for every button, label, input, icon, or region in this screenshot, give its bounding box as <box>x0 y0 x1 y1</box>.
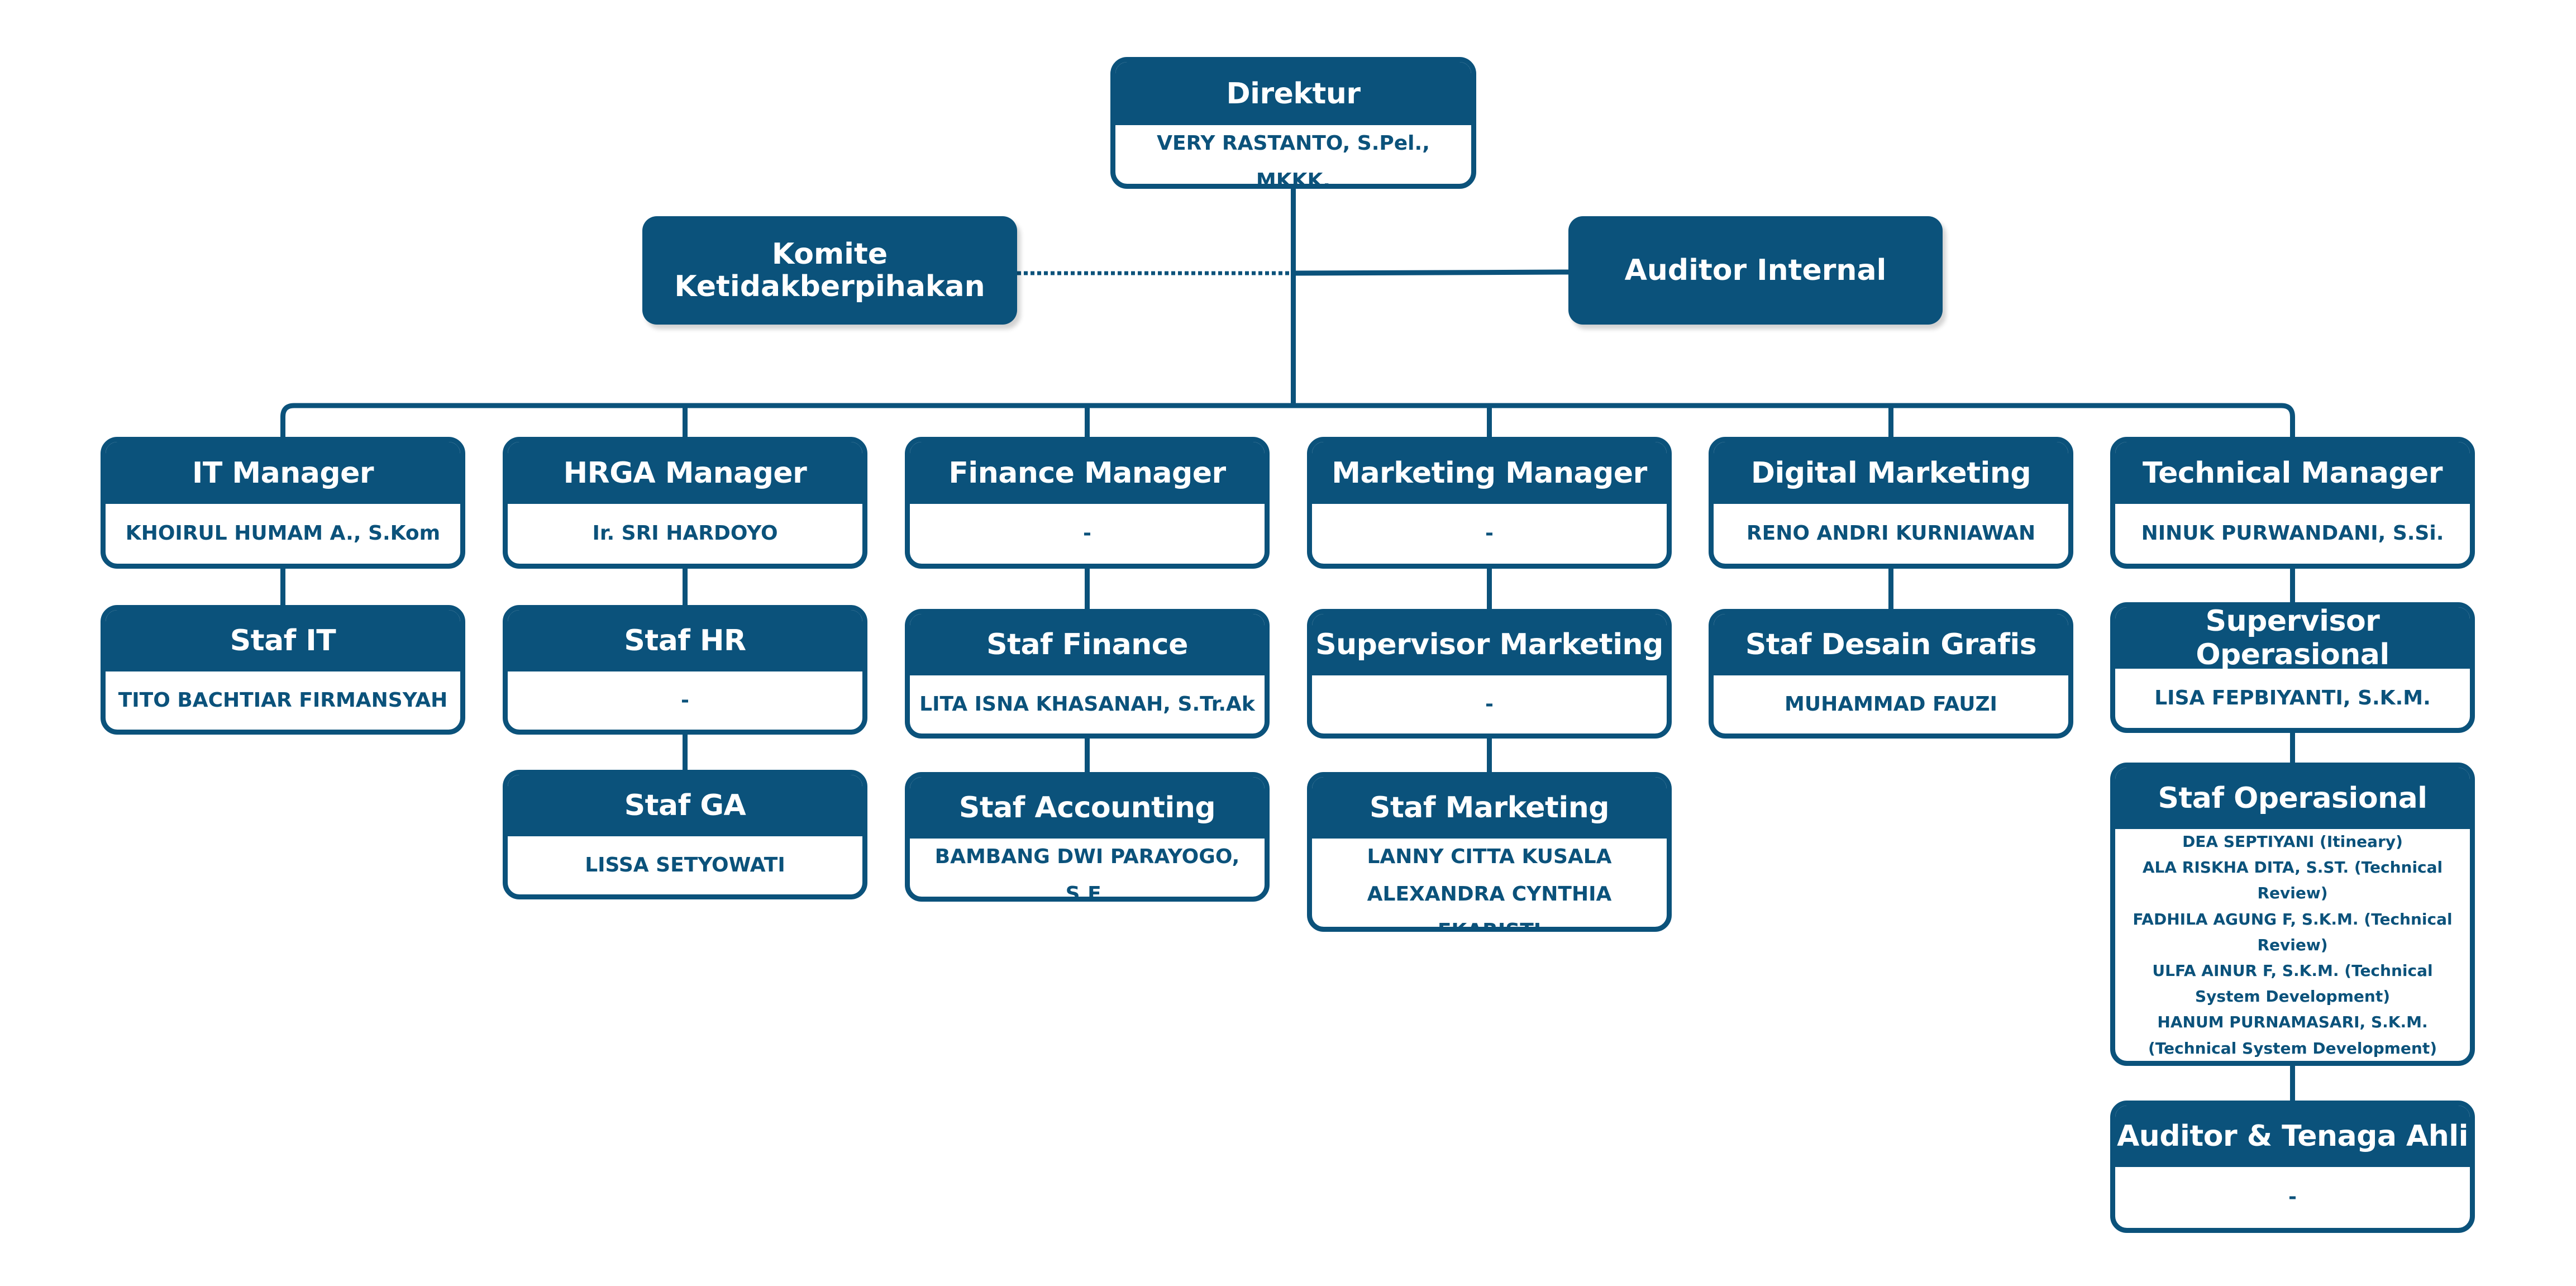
org-node-finance-manager: Finance Manager - <box>905 437 1270 569</box>
node-names: - <box>910 504 1265 564</box>
person-name: TITO BACHTIAR FIRMANSYAH <box>118 688 448 712</box>
vacant-position: - <box>1485 522 1494 545</box>
node-names: - <box>508 671 862 730</box>
person-name: DEA SEPTIYANI (Itineary) <box>2182 832 2403 851</box>
node-names: - <box>1312 504 1667 564</box>
person-name: ULFA AINUR F, S.K.M. (Technical System D… <box>2152 961 2433 1006</box>
person-name: BAMBANG DWI PARAYOGO, S.E. <box>934 845 1240 902</box>
person-name: VERY RASTANTO, S.Pel., MKKK. <box>1157 132 1430 189</box>
node-names: LISA FEPBIYANTI, S.K.M. <box>2115 669 2470 728</box>
node-names: DEA SEPTIYANI (Itineary) ALA RISKHA DITA,… <box>2115 829 2470 1061</box>
node-names: LANNY CITTA KUSALA ALEXANDRA CYNTHIA EKAR… <box>1312 839 1667 932</box>
org-node-staf-ga: Staf GA LISSA SETYOWATI <box>503 770 867 899</box>
person-name: MUHAMMAD FAUZI <box>1785 692 1997 716</box>
node-names: VERY RASTANTO, S.Pel., MKKK. <box>1115 125 1471 189</box>
person-name: LISA FEPBIYANTI, S.K.M. <box>2154 686 2431 709</box>
person-name: LANNY CITTA KUSALA <box>1367 845 1612 868</box>
unit-title-line: Auditor Internal <box>1624 253 1887 287</box>
node-title: IT Manager <box>106 442 460 504</box>
node-names: KHOIRUL HUMAM A., S.Kom <box>106 504 460 564</box>
node-title: Finance Manager <box>910 442 1265 504</box>
org-node-supervisor-marketing: Supervisor Marketing - <box>1307 609 1672 739</box>
node-title: Supervisor Marketing <box>1312 614 1667 675</box>
node-names: - <box>1312 675 1667 734</box>
node-names: NINUK PURWANDANI, S.Si. <box>2115 504 2470 564</box>
vacant-position: - <box>681 688 689 712</box>
person-name: FADHILA AGUNG F, S.K.M. (Technical Revie… <box>2133 909 2453 954</box>
node-title: HRGA Manager <box>508 442 862 504</box>
person-name: LISSA SETYOWATI <box>585 853 785 877</box>
node-title: Staf Operasional <box>2115 768 2470 829</box>
node-title: Staf Marketing <box>1312 777 1667 839</box>
person-name: ALA RISKHA DITA, S.ST. (Technical Review… <box>2142 858 2443 903</box>
node-names: - <box>2115 1167 2470 1228</box>
node-title: Direktur <box>1115 62 1471 125</box>
connector-auditor-internal <box>1293 269 1569 276</box>
node-names: LITA ISNA KHASANAH, S.Tr.Ak <box>910 675 1265 734</box>
person-name: KHOIRUL HUMAM A., S.Kom <box>125 522 441 545</box>
node-title: Supervisor Operasional <box>2115 607 2470 671</box>
node-names: RENO ANDRI KURNIAWAN <box>1714 504 2068 564</box>
vacant-position: - <box>1485 692 1494 716</box>
auditor-internal-box: Auditor Internal <box>1568 216 1943 325</box>
node-names: Ir. SRI HARDOYO <box>508 504 862 564</box>
vacant-position: - <box>1083 522 1091 545</box>
person-name: HANUM PURNAMASARI, S.K.M. (Technical Sys… <box>2148 1013 2437 1058</box>
node-title: Staf Desain Grafis <box>1714 614 2068 675</box>
node-title: Digital Marketing <box>1714 442 2068 504</box>
node-names: LISSA SETYOWATI <box>508 836 862 894</box>
node-title: Auditor & Tenaga Ahli <box>2115 1106 2470 1167</box>
org-node-marketing-manager: Marketing Manager - <box>1307 437 1672 569</box>
person-name: Ir. SRI HARDOYO <box>592 522 778 545</box>
unit-title-line: Komite <box>771 237 888 271</box>
node-title: Marketing Manager <box>1312 442 1667 504</box>
org-node-staf-it: Staf IT TITO BACHTIAR FIRMANSYAH <box>101 605 465 735</box>
person-name: ALEXANDRA CYNTHIA EKARISTI <box>1367 882 1612 932</box>
node-title: Staf IT <box>106 610 460 671</box>
person-name: LITA ISNA KHASANAH, S.Tr.Ak <box>919 692 1255 716</box>
node-title: Technical Manager <box>2115 442 2470 504</box>
node-names: TITO BACHTIAR FIRMANSYAH <box>106 671 460 730</box>
person-name: NINUK PURWANDANI, S.Si. <box>2141 522 2444 545</box>
node-title: Staf Accounting <box>910 777 1265 839</box>
node-title: Staf GA <box>508 775 862 836</box>
person-name: RENO ANDRI KURNIAWAN <box>1746 522 2036 545</box>
unit-title-line: Ketidakberpihakan <box>674 270 985 303</box>
node-names: BAMBANG DWI PARAYOGO, S.E. <box>910 839 1265 902</box>
node-names: MUHAMMAD FAUZI <box>1714 675 2068 734</box>
node-title: Staf Finance <box>910 614 1265 675</box>
org-node-staf-hr: Staf HR - <box>503 605 867 735</box>
node-title: Staf HR <box>508 610 862 671</box>
org-node-auditor-and-tenaga-ahli: Auditor & Tenaga Ahli - <box>2110 1101 2475 1233</box>
vacant-position: - <box>2288 1185 2297 1209</box>
